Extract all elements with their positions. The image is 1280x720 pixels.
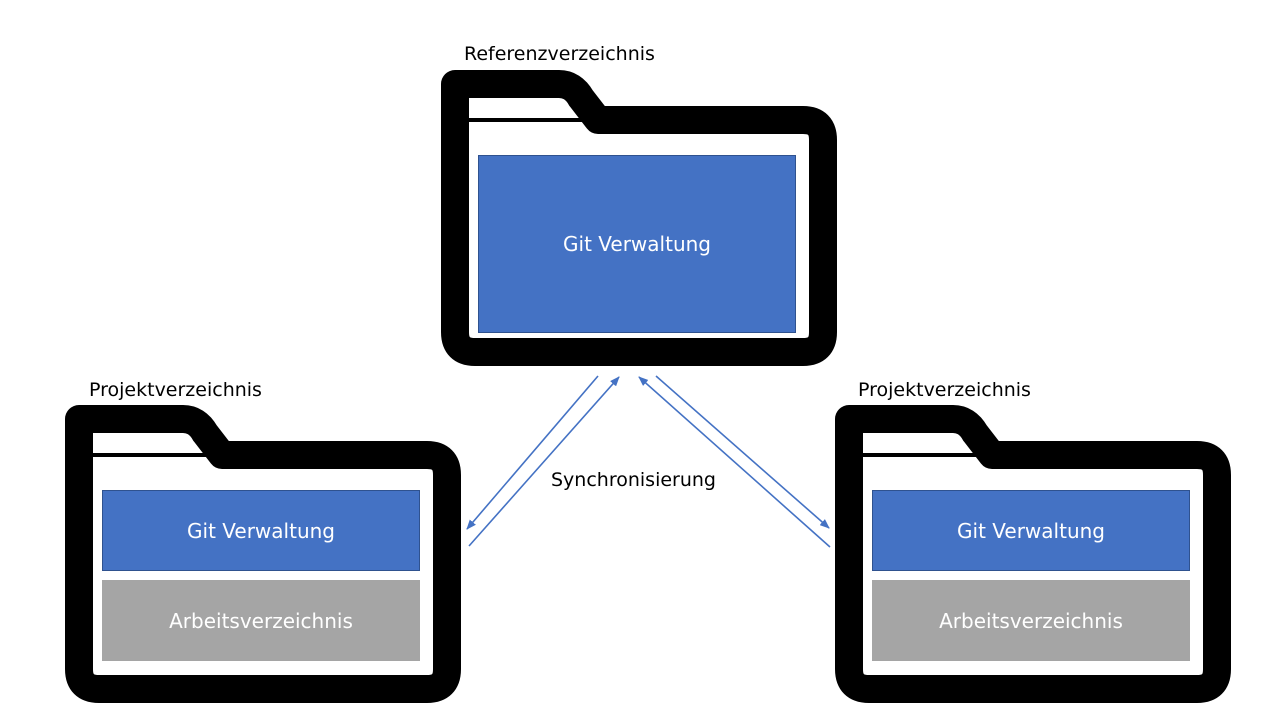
reference-folder-title: Referenzverzeichnis	[464, 43, 655, 65]
left-project-git-box: Git Verwaltung	[102, 490, 420, 571]
right-project-git-box: Git Verwaltung	[872, 490, 1190, 571]
sync-label: Synchronisierung	[551, 469, 716, 491]
right-project-folder-title: Projektverzeichnis	[858, 379, 1031, 401]
left-project-work-label: Arbeitsverzeichnis	[169, 608, 353, 633]
reference-git-box: Git Verwaltung	[478, 155, 796, 333]
arrow-right-project-to-reference	[638, 376, 831, 548]
left-project-git-label: Git Verwaltung	[187, 518, 335, 543]
right-project-git-label: Git Verwaltung	[957, 518, 1105, 543]
right-project-folder-icon	[835, 405, 1231, 703]
right-project-work-label: Arbeitsverzeichnis	[939, 608, 1123, 633]
left-project-folder: Git Verwaltung Arbeitsverzeichnis	[65, 405, 461, 703]
arrow-reference-to-right-project	[655, 375, 830, 529]
arrow-left-project-to-reference	[468, 376, 620, 547]
reference-folder: Git Verwaltung	[441, 70, 837, 368]
reference-folder-icon	[441, 70, 837, 366]
left-project-work-box: Arbeitsverzeichnis	[102, 580, 420, 661]
right-project-work-box: Arbeitsverzeichnis	[872, 580, 1190, 661]
left-project-folder-icon	[65, 405, 461, 703]
left-project-folder-title: Projektverzeichnis	[89, 379, 262, 401]
arrow-reference-to-left-project	[466, 375, 599, 530]
right-project-folder: Git Verwaltung Arbeitsverzeichnis	[835, 405, 1231, 703]
reference-git-label: Git Verwaltung	[563, 232, 711, 256]
